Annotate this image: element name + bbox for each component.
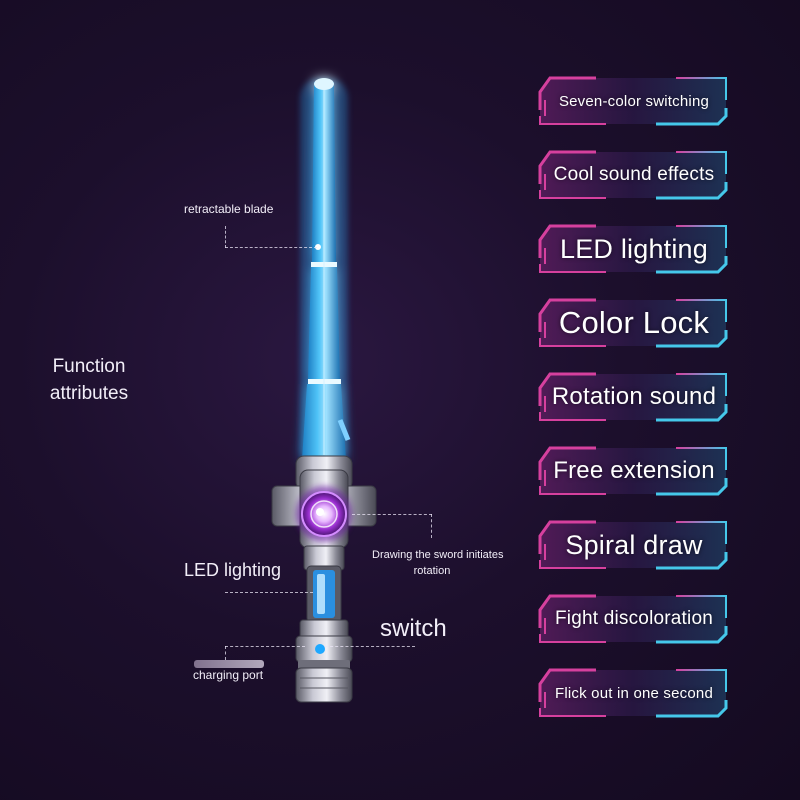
- leader-drawing-horizontal: [352, 514, 432, 515]
- feature-frame: [538, 668, 728, 718]
- feature-item: Flick out in one second: [536, 664, 732, 722]
- drawing-rotation-label: Drawing the sword initiates rotation: [372, 549, 504, 577]
- feature-label: Spiral draw: [565, 529, 703, 560]
- feature-item: Cool sound effects: [536, 146, 732, 204]
- leader-switch-horizontal: [325, 646, 415, 647]
- feature-label: Rotation sound: [551, 383, 717, 410]
- feature-frame: [538, 594, 728, 644]
- feature-frame: [538, 224, 728, 274]
- retractable-blade-label: retractable blade: [184, 202, 274, 216]
- leader-retractable-horizontal: [225, 247, 317, 248]
- leader-drawing-vertical: [431, 514, 432, 538]
- leader-led-horizontal: [225, 592, 313, 593]
- feature-item: Rotation sound: [536, 368, 732, 426]
- charging-port-marker: [194, 660, 264, 668]
- feature-label: Cool sound effects: [553, 164, 715, 185]
- feature-item: Seven-color switching: [536, 72, 732, 130]
- leader-retractable-vertical: [225, 226, 226, 248]
- led-lighting-callout-label: LED lighting: [184, 560, 282, 580]
- leader-charging-vertical: [225, 646, 226, 660]
- feature-label: Seven-color switching: [558, 92, 710, 110]
- feature-item: Spiral draw: [536, 516, 732, 574]
- feature-frame: [538, 372, 728, 422]
- feature-frame: [538, 298, 728, 348]
- charging-port-label: charging port: [193, 668, 264, 682]
- feature-label: Free extension: [553, 457, 715, 484]
- feature-label: LED lighting: [560, 233, 708, 264]
- feature-item: Fight discoloration: [536, 590, 732, 648]
- feature-frame: [538, 446, 728, 496]
- feature-item: Free extension: [536, 442, 732, 500]
- feature-frame: [538, 76, 728, 126]
- feature-label: Color Lock: [558, 305, 710, 340]
- switch-label: switch: [380, 615, 447, 642]
- feature-label: Flick out in one second: [554, 684, 714, 702]
- leader-charging-horizontal: [225, 646, 305, 647]
- function-attributes-label: Function attributes: [49, 356, 129, 404]
- feature-label: Fight discoloration: [555, 608, 713, 629]
- feature-item: Color Lock: [536, 294, 732, 352]
- feature-frame: [538, 520, 728, 570]
- feature-frame: [538, 150, 728, 200]
- feature-item: LED lighting: [536, 220, 732, 278]
